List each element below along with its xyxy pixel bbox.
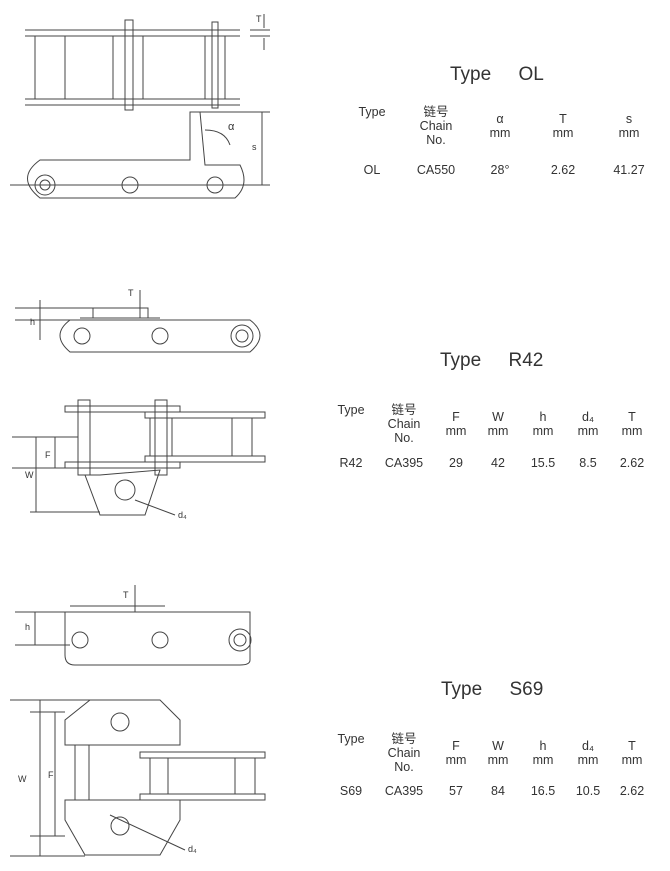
cell-d4: 8.5 <box>579 456 597 470</box>
s69-side-view: h T <box>15 585 252 666</box>
label-w: W <box>18 774 27 784</box>
header-type: Type <box>337 732 365 746</box>
label-s: s <box>252 142 257 152</box>
cell-h: 15.5 <box>530 456 556 470</box>
header-type: Type <box>358 105 386 119</box>
cell-f: 57 <box>449 784 463 798</box>
label-d: d₄ <box>188 844 197 854</box>
cell-d4: 10.5 <box>575 784 601 798</box>
label-w: W <box>25 470 34 480</box>
label-t: T <box>128 288 134 298</box>
cell-chain-no: CA395 <box>384 456 424 470</box>
label-f: F <box>48 770 54 780</box>
s69-top-view: W F d₄ <box>10 699 266 857</box>
cell-type: R42 <box>339 456 363 470</box>
ol-top-view: T <box>25 14 270 111</box>
label-d: d₄ <box>178 510 187 520</box>
cell-t: 2.62 <box>619 784 645 798</box>
cell-h: 16.5 <box>530 784 556 798</box>
section-title: Type OL <box>450 64 544 85</box>
cell-type: OL <box>363 163 381 177</box>
cell-w: 42 <box>491 456 505 470</box>
label-h: h <box>30 317 35 327</box>
cell-t: 2.62 <box>550 163 576 177</box>
section-title: Type R42 <box>440 350 544 371</box>
cell-s: 41.27 <box>613 163 645 177</box>
section-title: Type S69 <box>441 679 544 700</box>
r42-side-view: h T <box>15 288 261 353</box>
cell-t: 2.62 <box>619 456 645 470</box>
r42-top-view: W F d₄ <box>12 399 266 520</box>
cell-f: 29 <box>449 456 463 470</box>
label-f: F <box>45 450 51 460</box>
cell-type: S69 <box>339 784 363 798</box>
header-type: Type <box>337 403 365 417</box>
cell-alpha: 28° <box>490 163 510 177</box>
cell-chain-no: CA550 <box>416 163 456 177</box>
cell-w: 84 <box>491 784 505 798</box>
label-t: T <box>256 14 262 24</box>
label-t: T <box>123 590 129 600</box>
label-h: h <box>25 622 30 632</box>
cell-chain-no: CA395 <box>384 784 424 798</box>
label-alpha: α <box>228 121 235 133</box>
ol-side-view: α s <box>10 111 270 199</box>
